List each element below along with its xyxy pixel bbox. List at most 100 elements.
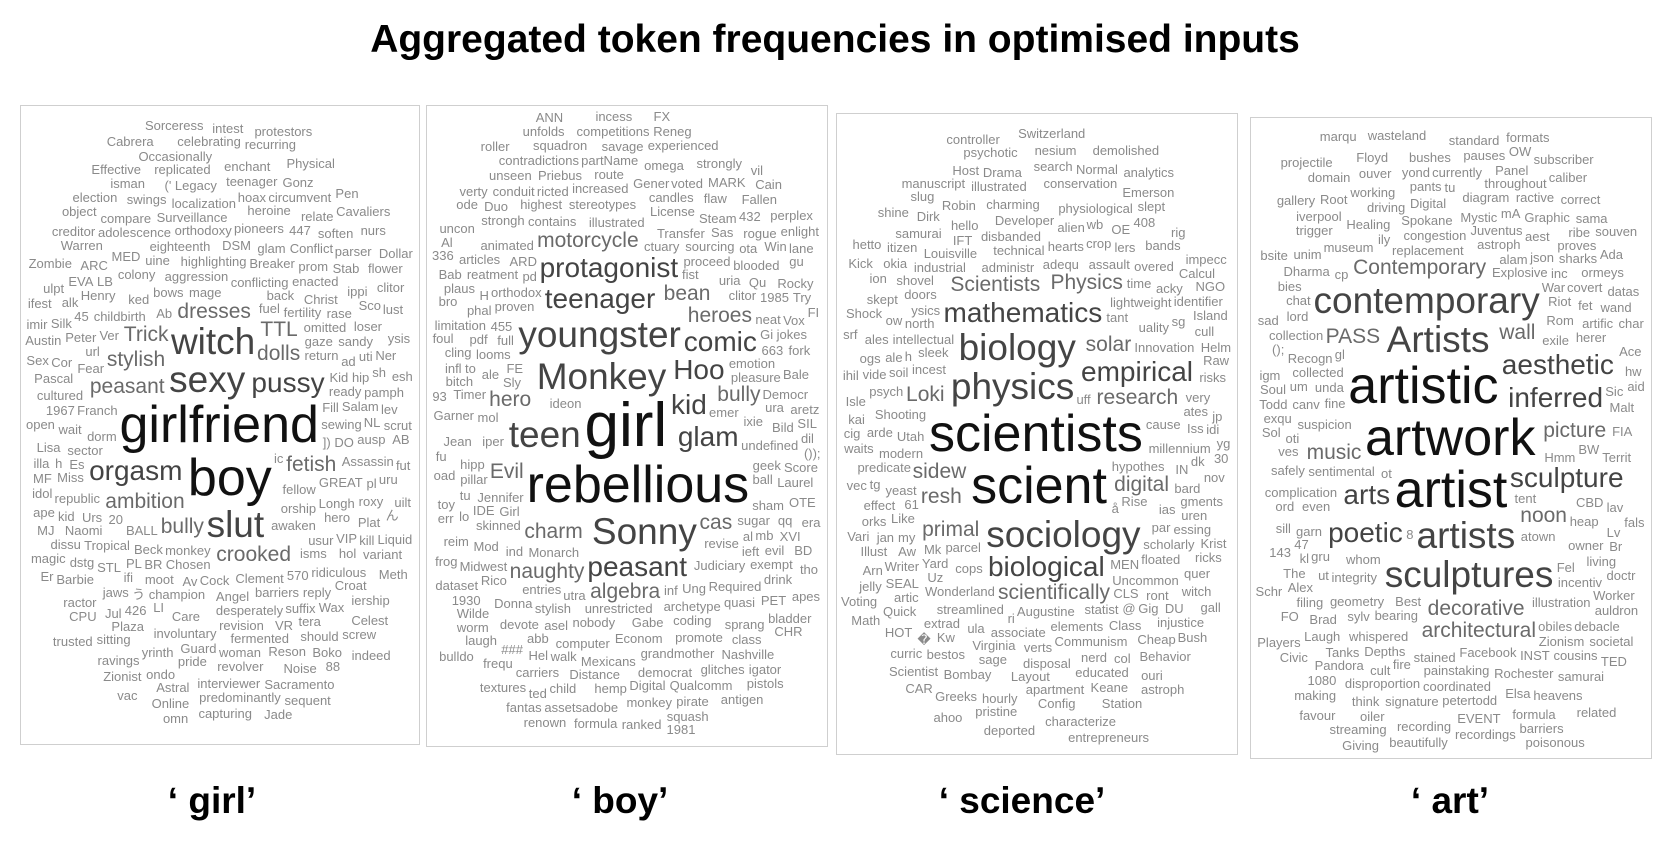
cloud-word: bean [663,281,711,305]
cloud-word: museum [1323,240,1374,256]
cloud-word: XVI [779,528,801,544]
cloud-word: sad [1257,312,1279,328]
cloud-word: Longh [318,495,355,511]
cloud-word: fine [1324,396,1346,412]
cloud-word: ted [528,685,547,701]
cloud-word: controller [946,131,1000,147]
cloud-word: physiological [1058,200,1133,216]
cloud-word: Fallen [741,191,778,207]
cloud-word: imir [26,316,48,332]
cloud-word: unseen [489,168,532,184]
cloud-word: Wonderland [924,583,995,599]
cloud-word: Occasionally [138,148,213,164]
cloud-word: teenager [544,282,656,314]
cloud-word: stereotypes [568,197,637,213]
cloud-word: ctuary [643,239,680,255]
cloud-word: skept [866,292,898,308]
cloud-word: adolescence [97,224,171,240]
cloud-word: Gig [1138,600,1159,616]
cloud-word: BR [144,557,163,573]
cloud-word: animated [480,237,534,253]
cloud-word: Sacramento [264,677,335,693]
cloud-word: omn [162,711,189,727]
cloud-word: mA [1500,205,1521,221]
cloud-word: coding [673,613,712,629]
cloud-word: nov [1203,470,1225,486]
cloud-word: roller [480,138,510,154]
cloud-word: exqu [1263,410,1292,426]
cloud-word: perplex [770,208,813,224]
cloud-word: Developer [994,213,1055,229]
cloud-word: wait [58,421,82,437]
cloud-word: cull [1194,323,1215,339]
cloud-word: frequ [483,655,513,671]
cloud-word: mb [755,527,774,543]
cloud-word: DSM [222,238,251,254]
cloud-word: Naomi [64,523,103,539]
cloud-word: entries [522,582,562,597]
cloud-word: Best [1395,594,1422,610]
cloud-word: reim [443,533,469,549]
cloud-word: desperately [215,602,284,618]
cloud-word: cas [699,511,733,535]
cloud-word: contains [527,213,577,229]
cloud-word: Malt [1609,400,1635,416]
cloud-word: Gi [760,327,774,343]
cloud-word: SIL [797,415,817,431]
cloud-word: Rico [480,572,507,588]
cloud-word: replicated [154,162,211,178]
cloud-word: Cock [199,573,230,589]
cloud-word: Hel [528,647,549,663]
cloud-word: bully [717,383,761,407]
cloud-word: republic [54,490,101,506]
cloud-word: Drama [982,165,1022,181]
cloud-word: reatment [466,267,519,283]
cloud-word: alam [1499,251,1528,267]
cloud-word: mage [188,285,222,301]
cloud-word: manuscript [901,175,966,191]
cloud-word: wall [1499,320,1536,344]
cloud-word: strongly [696,155,742,171]
cloud-word: driving [1366,199,1406,215]
cloud-word: creditor [51,223,96,239]
cloud-word: MF [33,470,52,486]
cloud-word: Fill [322,400,339,416]
cloud-word: shovel [896,272,934,288]
cloud-word: h [55,456,63,472]
cloud-word: cling [444,345,472,361]
cloud-word: Warren [60,237,103,253]
cloud-word: H [479,288,489,304]
cloud-word: celebrating [177,134,241,150]
cloud-word: skinned [475,517,521,533]
cloud-word: Cor [51,355,73,371]
cloud-word: sprang [724,617,765,633]
cloud-word: Plaza [111,618,144,634]
cloud-word: Communism [1054,634,1128,650]
cloud-word: intest [212,121,244,137]
cloud-word: rebellious [526,455,750,514]
cloud-word: Bombay [943,667,992,683]
cloud-word: Bab [438,267,462,283]
cloud-word: Duo [484,198,509,214]
cloud-word: Pen [335,185,359,201]
cloud-word: related [1576,705,1617,721]
cloud-word: Island [1192,307,1228,323]
cloud-word: laugh [465,633,498,649]
cloud-word: nerd [1081,650,1108,666]
cloud-word: dissu [50,536,81,552]
cloud-word: Croat [334,578,367,594]
cloud-word: deported [983,722,1036,738]
cloud-word: debacle [1574,619,1620,635]
cloud-word: extrad [923,615,961,631]
cloud-word: time [1126,275,1152,291]
cloud-word: fet [1578,298,1593,314]
cloud-word: soil [888,364,909,380]
cloud-word: back [266,287,295,303]
cloud-word: ausp [357,431,386,447]
cloud-word: Assassin [341,453,394,469]
cloud-word: flaw [703,191,727,207]
cloud-word: currently [1432,165,1483,181]
cloud-word: localization [171,195,236,211]
cloud-word: apartment [1025,682,1085,698]
cloud-word: IDE [472,503,495,519]
